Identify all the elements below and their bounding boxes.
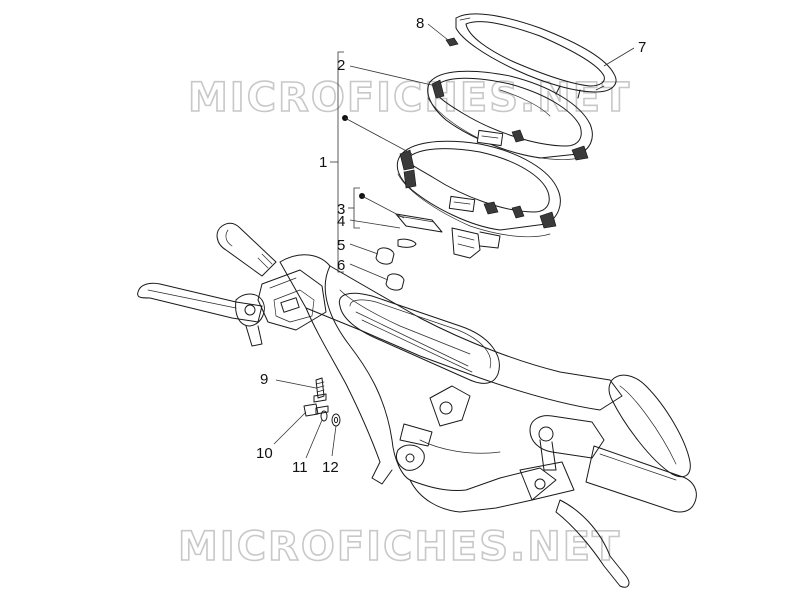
right-mirror-mount bbox=[608, 374, 691, 478]
right-grip bbox=[585, 445, 697, 513]
part-11-washer bbox=[320, 410, 328, 422]
part-9-screw bbox=[313, 377, 327, 403]
callout-labels: 8 7 2 1 3 4 5 6 9 10 11 12 bbox=[256, 15, 646, 476]
part-10-bolt bbox=[303, 403, 329, 417]
handlebar-assembly bbox=[137, 222, 697, 588]
right-brake-lever bbox=[519, 415, 630, 588]
left-grip bbox=[216, 222, 277, 277]
callout-5: 5 bbox=[337, 237, 345, 254]
callout-12: 12 bbox=[322, 459, 339, 476]
left-brake-lever bbox=[137, 282, 265, 347]
callout-9: 9 bbox=[260, 371, 268, 388]
part-12-washer bbox=[331, 413, 341, 427]
part-4-pad bbox=[395, 213, 443, 233]
part-6-bulb bbox=[385, 273, 405, 291]
watermark-bottom: MICROFICHES.NET bbox=[178, 524, 621, 570]
callout-7: 7 bbox=[638, 39, 646, 56]
part-1-instrument-cluster bbox=[396, 140, 561, 259]
callout-3: 3 bbox=[337, 201, 345, 218]
handlebar-body bbox=[279, 254, 623, 513]
callout-4: 4 bbox=[337, 213, 345, 230]
part-7-bezel-cover bbox=[455, 13, 617, 99]
callout-2: 2 bbox=[337, 57, 345, 74]
part-5-bulb bbox=[375, 238, 417, 265]
left-switch-block bbox=[257, 269, 327, 331]
callout-6: 6 bbox=[337, 257, 345, 274]
part-8-clip bbox=[445, 37, 459, 47]
part-2-upper-housing bbox=[427, 70, 593, 161]
watermark-top: MICROFICHES.NET bbox=[188, 75, 631, 121]
callout-10: 10 bbox=[256, 445, 273, 462]
callout-1: 1 bbox=[319, 154, 327, 171]
callout-11: 11 bbox=[292, 459, 308, 476]
callout-8: 8 bbox=[416, 15, 424, 32]
callout-leaders bbox=[273, 23, 635, 459]
dash-opening bbox=[338, 292, 500, 384]
